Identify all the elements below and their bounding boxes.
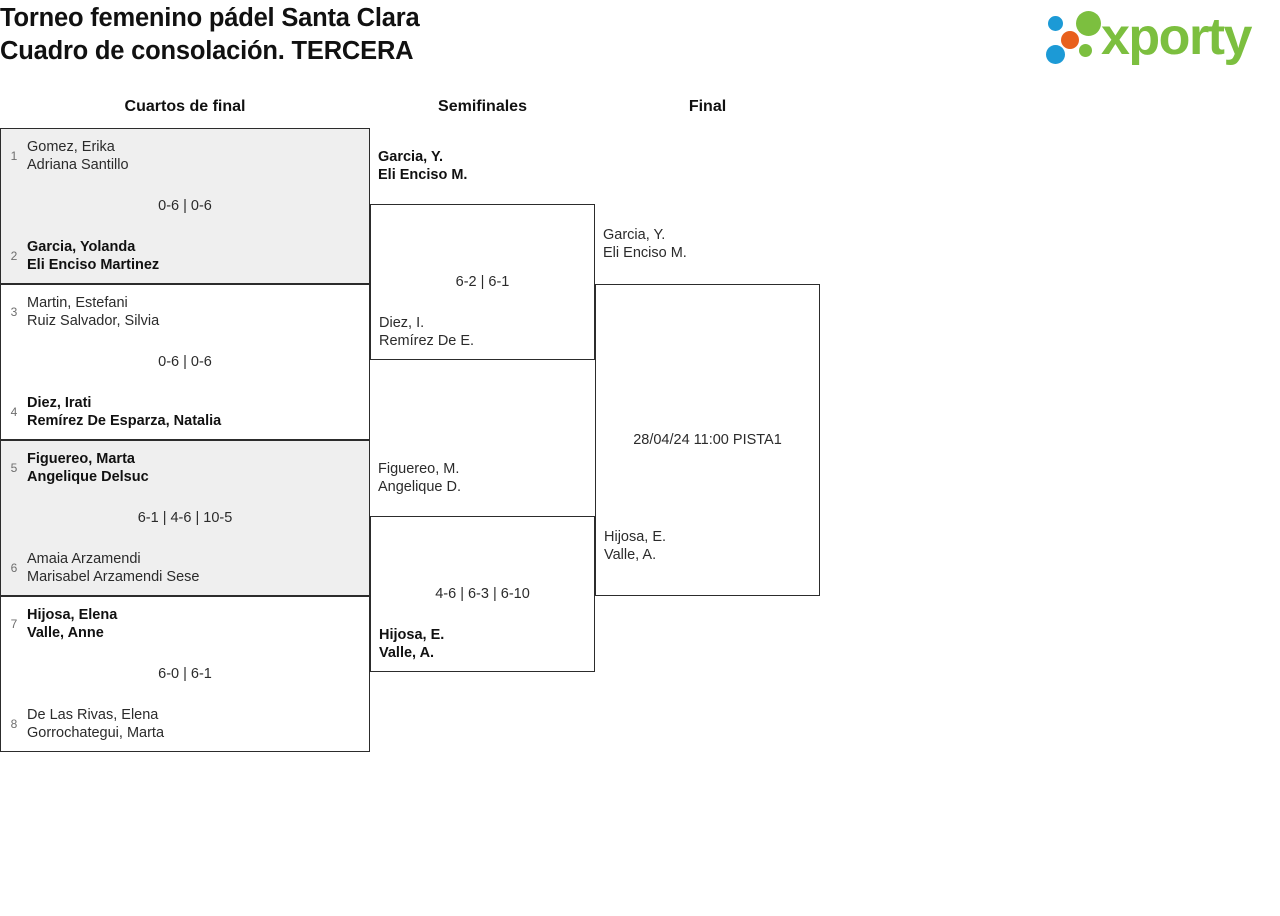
qf1-seed-top: 1: [10, 149, 18, 163]
qf3-score: 6-1 | 4-6 | 10-5: [137, 510, 233, 526]
sf2-top-player-2: Angelique D.: [378, 479, 462, 495]
logo-wordmark: xporty: [1101, 8, 1252, 66]
qf1-top-player-1: Gomez, Erika: [27, 139, 115, 155]
qf1-team-bottom[interactable]: 2 Garcia, Yolanda Eli Enciso Martinez: [1, 238, 369, 274]
logo-dot-blue-bottom: [1046, 45, 1065, 64]
qf1-top-player-2: Adriana Santillo: [27, 157, 129, 173]
qf2-bottom-player-2: Remírez De Esparza, Natalia: [27, 413, 222, 429]
qf4-team-top[interactable]: 7 Hijosa, Elena Valle, Anne: [1, 606, 369, 642]
sf1-bottom-player-1: Diez, I.: [379, 315, 425, 331]
qf1-team-top[interactable]: 1 Gomez, Erika Adriana Santillo: [1, 138, 369, 174]
sf1-team-top[interactable]: Garcia, Y. Eli Enciso M.: [378, 148, 467, 184]
qf3-team-bottom[interactable]: 6 Amaia Arzamendi Marisabel Arzamendi Se…: [1, 550, 369, 586]
final-bottom-player-1: Hijosa, E.: [604, 529, 667, 545]
sf2-bottom-player-1: Hijosa, E.: [379, 627, 445, 643]
qf2-top-player-1: Martin, Estefani: [27, 295, 128, 311]
qf1-score: 0-6 | 0-6: [158, 198, 212, 214]
final-top-player-2: Eli Enciso M.: [603, 245, 687, 261]
qf2-seed-bottom: 4: [10, 405, 18, 419]
match-quarterfinal-2[interactable]: 3 Martin, Estefani Ruiz Salvador, Silvia…: [0, 284, 370, 440]
qf4-seed-top: 7: [10, 617, 18, 631]
sf2-team-top[interactable]: Figuereo, M. Angelique D.: [378, 460, 461, 496]
page-header: Torneo femenino pádel Santa Clara Cuadro…: [0, 0, 1280, 78]
round-header-final: Final: [688, 98, 727, 115]
match-quarterfinal-1[interactable]: 1 Gomez, Erika Adriana Santillo 0-6 | 0-…: [0, 128, 370, 284]
final-team-top[interactable]: Garcia, Y. Eli Enciso M.: [603, 226, 687, 262]
qf2-top-player-2: Ruiz Salvador, Silvia: [27, 313, 160, 329]
qf3-top-player-1: Figuereo, Marta: [27, 451, 135, 467]
xporty-logo[interactable]: xporty: [1046, 6, 1274, 68]
qf3-bottom-player-1: Amaia Arzamendi: [27, 551, 141, 567]
sf2-top-player-1: Figuereo, M.: [378, 461, 460, 477]
logo-dot-green-small: [1079, 44, 1092, 57]
final-team-bottom[interactable]: Hijosa, E. Valle, A.: [596, 528, 819, 564]
qf4-top-player-1: Hijosa, Elena: [27, 607, 118, 623]
qf4-bottom-player-2: Gorrochategui, Marta: [27, 725, 165, 741]
round-header-semifinals: Semifinales: [438, 98, 527, 115]
sf1-bottom-player-2: Remírez De E.: [379, 333, 475, 349]
round-header-quarterfinals: Cuartos de final: [124, 98, 246, 115]
qf3-bottom-player-2: Marisabel Arzamendi Sese: [27, 569, 200, 585]
match-semifinal-2[interactable]: 4-6 | 6-3 | 6-10 Hijosa, E. Valle, A.: [370, 516, 595, 672]
qf1-bottom-player-2: Eli Enciso Martinez: [27, 257, 160, 273]
qf2-seed-top: 3: [10, 305, 18, 319]
qf4-top-player-2: Valle, Anne: [27, 625, 104, 641]
qf4-score: 6-0 | 6-1: [158, 666, 212, 682]
final-top-player-1: Garcia, Y.: [603, 227, 666, 243]
qf1-seed-bottom: 2: [10, 249, 18, 263]
qf2-team-top[interactable]: 3 Martin, Estefani Ruiz Salvador, Silvia: [1, 294, 369, 330]
sf1-team-bottom[interactable]: Diez, I. Remírez De E.: [371, 314, 594, 350]
qf4-seed-bottom: 8: [10, 717, 18, 731]
sf2-score: 4-6 | 6-3 | 6-10: [435, 586, 530, 602]
sf1-top-player-1: Garcia, Y.: [378, 149, 444, 165]
qf2-team-bottom[interactable]: 4 Diez, Irati Remírez De Esparza, Natali…: [1, 394, 369, 430]
qf4-team-bottom[interactable]: 8 De Las Rivas, Elena Gorrochategui, Mar…: [1, 706, 369, 742]
sf1-score: 6-2 | 6-1: [455, 274, 510, 290]
match-quarterfinal-3[interactable]: 5 Figuereo, Marta Angelique Delsuc 6-1 |…: [0, 440, 370, 596]
sf1-top-player-2: Eli Enciso M.: [378, 167, 468, 183]
qf4-bottom-player-1: De Las Rivas, Elena: [27, 707, 159, 723]
logo-dot-green-large: [1076, 11, 1101, 36]
page-title: Torneo femenino pádel Santa Clara Cuadro…: [0, 2, 420, 68]
qf3-seed-top: 5: [10, 461, 18, 475]
logo-dot-orange: [1061, 31, 1079, 49]
qf2-score: 0-6 | 0-6: [158, 354, 212, 370]
match-semifinal-1[interactable]: 6-2 | 6-1 Diez, I. Remírez De E.: [370, 204, 595, 360]
match-final[interactable]: 28/04/24 11:00 PISTA1 Hijosa, E. Valle, …: [595, 284, 820, 596]
qf3-team-top[interactable]: 5 Figuereo, Marta Angelique Delsuc: [1, 450, 369, 486]
title-line-1: Torneo femenino pádel Santa Clara: [0, 4, 420, 32]
sf2-bottom-player-2: Valle, A.: [379, 645, 435, 661]
logo-dot-blue-top: [1048, 16, 1063, 31]
title-line-2: Cuadro de consolación. TERCERA: [0, 37, 414, 65]
qf1-bottom-player-1: Garcia, Yolanda: [27, 239, 136, 255]
final-schedule: 28/04/24 11:00 PISTA1: [633, 432, 782, 448]
sf2-team-bottom[interactable]: Hijosa, E. Valle, A.: [371, 626, 594, 662]
match-quarterfinal-4[interactable]: 7 Hijosa, Elena Valle, Anne 6-0 | 6-1 8 …: [0, 596, 370, 752]
qf3-seed-bottom: 6: [10, 561, 18, 575]
logo-dots-icon: [1046, 9, 1106, 65]
final-bottom-player-2: Valle, A.: [604, 547, 657, 563]
qf2-bottom-player-1: Diez, Irati: [27, 395, 92, 411]
qf3-top-player-2: Angelique Delsuc: [27, 469, 149, 485]
